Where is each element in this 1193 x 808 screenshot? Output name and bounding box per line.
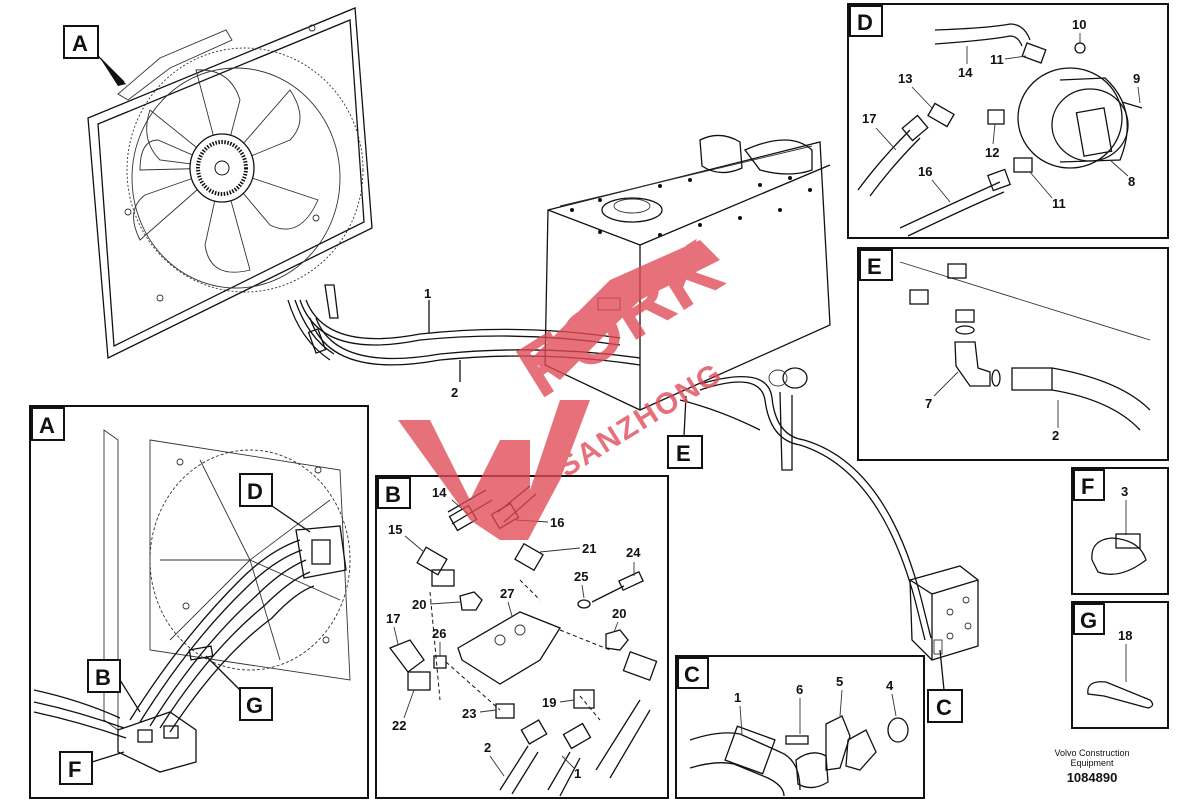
b-callout-22: 22 <box>392 718 406 733</box>
view-label-c: C <box>684 662 700 687</box>
b-callout-20a: 20 <box>412 597 426 612</box>
b-callout-16: 16 <box>550 515 564 530</box>
b-callout-19: 19 <box>542 695 556 710</box>
d-callout-9: 9 <box>1133 71 1140 86</box>
b-callout-21: 21 <box>582 541 596 556</box>
b-callout-17: 17 <box>386 611 400 626</box>
d-callout-10: 10 <box>1072 17 1086 32</box>
detail-g-panel: G 18 <box>1071 601 1169 729</box>
d-callout-14: 14 <box>958 65 973 80</box>
b-callout-2: 2 <box>484 740 491 755</box>
view-label-d-in-a: D <box>247 479 263 504</box>
detail-f-panel: F 3 <box>1071 467 1169 595</box>
b-callout-24: 24 <box>626 545 641 560</box>
b-callout-25: 25 <box>574 569 588 584</box>
view-label-e: E <box>867 254 882 279</box>
d-callout-11a: 11 <box>990 52 1004 67</box>
c-callout-5: 5 <box>836 674 843 689</box>
d-callout-16: 16 <box>918 164 932 179</box>
detail-e-panel: E 7 2 <box>857 247 1169 461</box>
b-callout-26: 26 <box>432 626 446 641</box>
view-label-b-in-a: B <box>95 665 111 690</box>
view-label-a-main: A <box>72 31 88 56</box>
b-callout-20b: 20 <box>612 606 626 621</box>
view-label-c-main: C <box>936 695 952 720</box>
view-label-g-in-a: G <box>246 693 263 718</box>
fan-assembly <box>87 7 373 360</box>
g-callout-18: 18 <box>1118 628 1132 643</box>
e-callout-7: 7 <box>925 396 932 411</box>
b-callout-23: 23 <box>462 706 476 721</box>
detail-d-panel: D 14 11 10 9 13 17 12 8 <box>847 3 1169 239</box>
f-callout-3: 3 <box>1121 484 1128 499</box>
view-label-f-detail: F <box>1081 474 1094 499</box>
b-callout-14: 14 <box>432 485 447 500</box>
b-callout-27: 27 <box>500 586 514 601</box>
detail-a-panel: A D B G F <box>29 405 369 799</box>
view-label-g-detail: G <box>1080 608 1097 633</box>
b-callout-1: 1 <box>574 766 581 781</box>
view-label-b: B <box>385 482 401 507</box>
callout-hose-2: 2 <box>451 385 458 400</box>
c-callout-4: 4 <box>886 678 894 693</box>
view-label-d: D <box>857 10 873 35</box>
c-callout-1: 1 <box>734 690 741 705</box>
part-number: 1084890 <box>1066 770 1118 785</box>
view-label-e-main: E <box>676 441 691 466</box>
d-callout-13: 13 <box>898 71 912 86</box>
caption-line-2: Equipment <box>1070 758 1114 768</box>
d-callout-17: 17 <box>862 111 876 126</box>
view-label-a-detail: A <box>39 413 55 438</box>
caption-block: Volvo Construction Equipment 1084890 <box>1037 748 1147 785</box>
b-callout-15: 15 <box>388 522 402 537</box>
detail-c-panel: C 1 6 5 4 <box>675 655 925 799</box>
callout-hose-1: 1 <box>424 286 431 301</box>
e-callout-2: 2 <box>1052 428 1059 443</box>
d-callout-8: 8 <box>1128 174 1135 189</box>
c-callout-6: 6 <box>796 682 803 697</box>
control-valve-block <box>909 565 979 661</box>
d-callout-11b: 11 <box>1052 196 1066 211</box>
view-label-f-in-a: F <box>68 757 81 782</box>
caption-line-1: Volvo Construction <box>1054 748 1130 758</box>
d-callout-12: 12 <box>985 145 999 160</box>
